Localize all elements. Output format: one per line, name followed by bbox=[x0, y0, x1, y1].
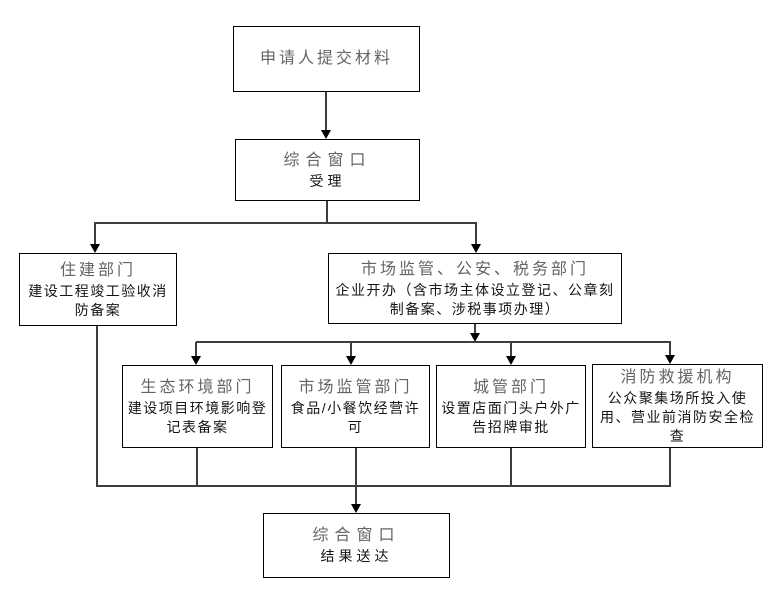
node-title: 消防救援机构 bbox=[620, 368, 735, 386]
node-fire-rescue-org: 消防救援机构 公众聚集场所投入使用、营业前消防安全检查 bbox=[592, 364, 763, 448]
node-housing-dept: 住建部门 建设工程竣工验收消防备案 bbox=[19, 253, 177, 326]
arrowhead-down-icon bbox=[346, 356, 356, 365]
arrowhead-down-icon bbox=[90, 244, 100, 253]
arrowhead-down-icon bbox=[470, 333, 480, 342]
connector-converge-line bbox=[96, 485, 671, 487]
node-title: 综合窗口 bbox=[283, 151, 372, 169]
node-title: 生态环境部门 bbox=[140, 378, 255, 396]
node-urban-mgmt-dept: 城管部门 设置店面门头户外广告招牌审批 bbox=[436, 365, 586, 448]
arrowhead-down-icon bbox=[506, 356, 516, 365]
node-applicant-submit: 申请人提交材料 bbox=[233, 26, 420, 92]
connector-to-result bbox=[355, 448, 357, 505]
connector-fire-down bbox=[669, 448, 671, 487]
node-body: 受理 bbox=[309, 172, 346, 189]
node-title: 城管部门 bbox=[472, 378, 549, 396]
arrowhead-down-icon bbox=[471, 244, 481, 253]
connector-to-market-police-tax bbox=[475, 222, 477, 245]
connector-to-ecology bbox=[195, 342, 197, 357]
connector-row3-split bbox=[196, 341, 671, 343]
arrowhead-down-icon bbox=[191, 356, 201, 365]
node-body: 企业开办（含市场主体设立登记、公章刻制备案、涉税事项办理） bbox=[335, 281, 615, 317]
node-title: 住建部门 bbox=[59, 261, 136, 279]
arrowhead-down-icon bbox=[321, 130, 331, 139]
node-window-acceptance: 综合窗口 受理 bbox=[235, 139, 420, 201]
node-body: 结果送达 bbox=[320, 548, 393, 564]
connector-to-market bbox=[350, 342, 352, 357]
connector-row2-split bbox=[95, 222, 477, 224]
node-market-dept: 市场监管部门 食品/小餐饮经营许可 bbox=[281, 365, 430, 448]
connector-to-housing bbox=[94, 222, 96, 245]
node-body: 公众聚集场所投入使用、营业前消防安全检查 bbox=[600, 389, 755, 444]
connector-submit-to-acceptance bbox=[325, 92, 327, 131]
arrowhead-down-icon bbox=[665, 355, 675, 364]
node-title: 申请人提交材料 bbox=[259, 50, 393, 67]
node-body: 建设项目环境影响登记表备案 bbox=[127, 399, 268, 435]
node-body: 设置店面门头户外广告招牌审批 bbox=[441, 399, 581, 435]
connector-mpt-stem bbox=[474, 324, 476, 335]
connector-housing-down bbox=[96, 326, 98, 487]
node-title: 市场监管、公安、税务部门 bbox=[360, 260, 589, 278]
connector-ecology-down bbox=[196, 448, 198, 487]
node-market-police-tax-dept: 市场监管、公安、税务部门 企业开办（含市场主体设立登记、公章刻制备案、涉税事项办… bbox=[328, 253, 622, 324]
node-ecology-dept: 生态环境部门 建设项目环境影响登记表备案 bbox=[122, 365, 273, 448]
arrowhead-down-icon bbox=[351, 504, 361, 513]
connector-to-urban-mgmt bbox=[510, 342, 512, 357]
node-title: 综合窗口 bbox=[312, 527, 401, 544]
connector-acceptance-stem bbox=[326, 201, 328, 223]
node-title: 市场监管部门 bbox=[298, 378, 413, 396]
connector-urban-down bbox=[510, 448, 512, 487]
node-body: 食品/小餐饮经营许可 bbox=[290, 399, 421, 435]
node-body: 建设工程竣工验收消防备案 bbox=[28, 282, 168, 318]
node-window-result: 综合窗口 结果送达 bbox=[263, 513, 450, 578]
connector-to-fire-rescue bbox=[669, 342, 671, 356]
